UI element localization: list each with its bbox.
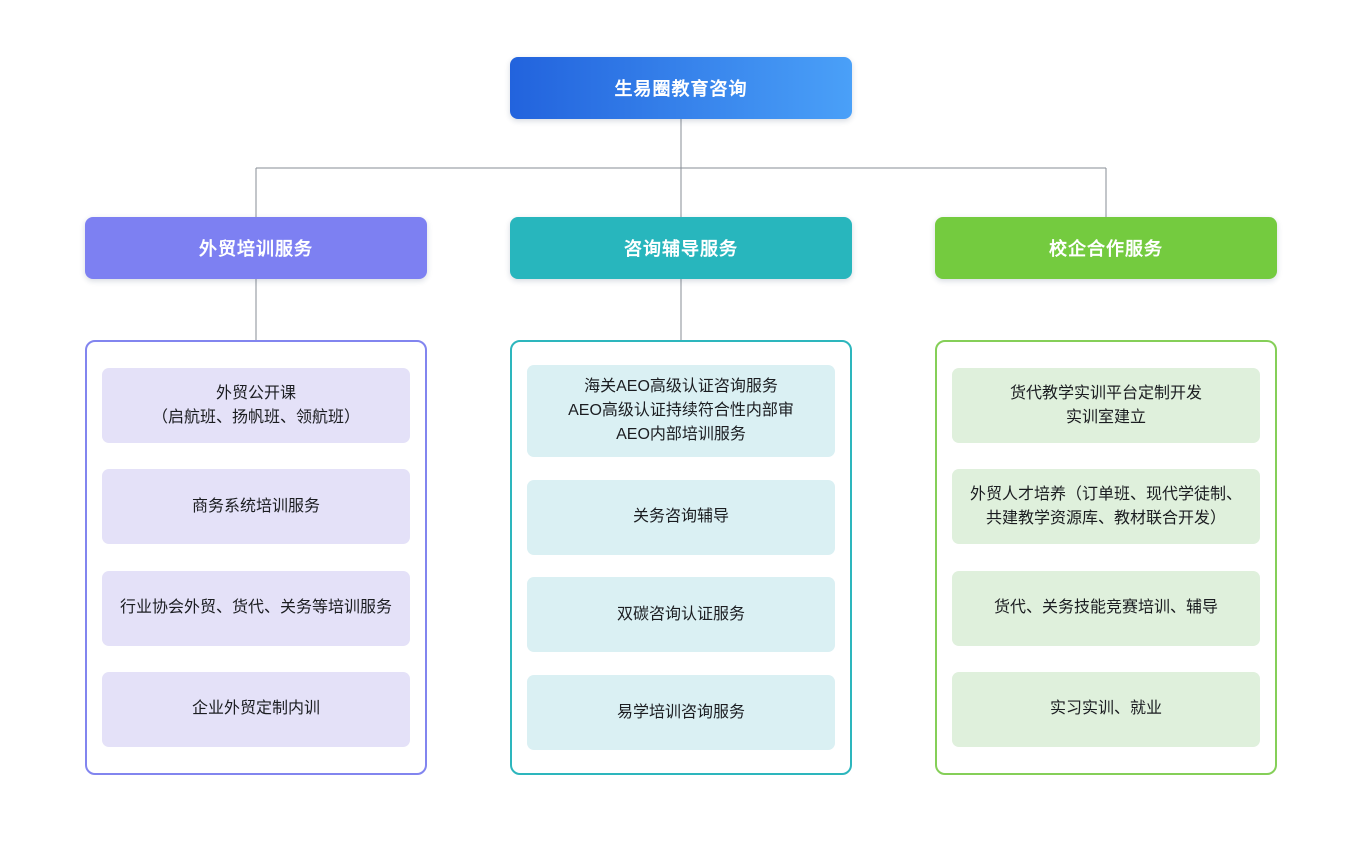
branch-header-school-enterprise: 校企合作服务 xyxy=(935,217,1277,279)
root-node: 生易圈教育咨询 xyxy=(510,57,852,119)
leaf-node: 外贸人才培养（订单班、现代学徒制、共建教学资源库、教材联合开发） xyxy=(952,469,1260,545)
leaf-node: 海关AEO高级认证咨询服务 AEO高级认证持续符合性内部审 AEO内部培训服务 xyxy=(527,364,835,457)
leaf-node: 行业协会外贸、货代、关务等培训服务 xyxy=(102,570,410,646)
root-node-label: 生易圈教育咨询 xyxy=(614,79,748,99)
branch-label: 外贸培训服务 xyxy=(199,239,313,259)
branch-group-consulting: 海关AEO高级认证咨询服务 AEO高级认证持续符合性内部审 AEO内部培训服务 … xyxy=(510,340,852,775)
leaf-node: 双碳咨询认证服务 xyxy=(527,577,835,653)
leaf-node: 货代、关务技能竞赛培训、辅导 xyxy=(952,570,1260,646)
leaf-node: 关务咨询辅导 xyxy=(527,479,835,555)
leaf-node: 企业外贸定制内训 xyxy=(102,671,410,747)
branch-label: 咨询辅导服务 xyxy=(624,239,738,259)
leaf-node: 外贸公开课 （启航班、扬帆班、领航班） xyxy=(102,368,410,444)
branch-group-school-enterprise: 货代教学实训平台定制开发 实训室建立 外贸人才培养（订单班、现代学徒制、共建教学… xyxy=(935,340,1277,775)
branch-header-trade-training: 外贸培训服务 xyxy=(85,217,427,279)
leaf-node: 实习实训、就业 xyxy=(952,671,1260,747)
leaf-node: 商务系统培训服务 xyxy=(102,469,410,545)
leaf-node: 易学培训咨询服务 xyxy=(527,675,835,751)
branch-label: 校企合作服务 xyxy=(1049,239,1163,259)
branch-group-trade-training: 外贸公开课 （启航班、扬帆班、领航班） 商务系统培训服务 行业协会外贸、货代、关… xyxy=(85,340,427,775)
branch-header-consulting: 咨询辅导服务 xyxy=(510,217,852,279)
leaf-node: 货代教学实训平台定制开发 实训室建立 xyxy=(952,368,1260,444)
